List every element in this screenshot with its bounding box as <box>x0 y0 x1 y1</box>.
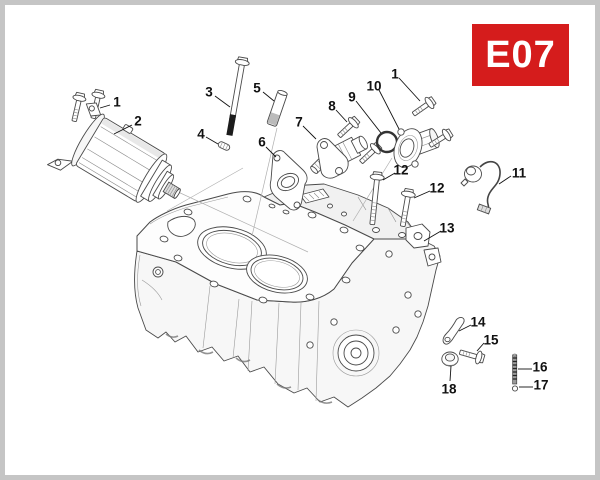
callout-label-7: 7 <box>295 115 303 130</box>
callout-label-10: 10 <box>366 79 381 94</box>
long-bolt-3 <box>226 56 250 136</box>
callout-leader-5 <box>262 91 275 102</box>
tensioner-7 <box>310 135 368 179</box>
cylinder-bore-1 <box>197 226 267 270</box>
page-code-text: E07 <box>485 33 556 76</box>
callout-leader-14 <box>458 324 472 332</box>
stud-16 <box>512 353 518 385</box>
callout-label-9: 9 <box>348 90 356 105</box>
callout-label-14: 14 <box>470 315 486 330</box>
outlet-fitting-10 <box>393 128 440 168</box>
deck-bolt-holes <box>159 195 365 304</box>
callout-leader-10 <box>378 89 400 130</box>
callout-leader-12 <box>382 172 396 181</box>
callout-leader-15 <box>476 342 485 352</box>
callout-label-12: 12 <box>429 181 444 196</box>
callout-leader-3 <box>214 95 231 108</box>
crankcase-block <box>134 183 442 408</box>
flange-bolt-8a <box>334 113 363 142</box>
page-code-badge: E07 <box>472 24 569 86</box>
flange-bolt-1c <box>409 94 438 121</box>
callout-leader-4 <box>205 136 219 145</box>
assembly-axis-lines <box>149 127 393 253</box>
flange-bolt-15 <box>457 345 486 366</box>
callout-label-17: 17 <box>533 378 548 393</box>
callout-leader-1 <box>99 104 111 109</box>
gasket-6 <box>269 150 308 211</box>
callout-leader-1 <box>398 77 421 102</box>
callout-label-13: 13 <box>439 221 455 236</box>
callout-leader-11 <box>498 175 512 185</box>
crank-opening <box>332 329 380 377</box>
callout-leader-12 <box>413 190 431 199</box>
sensor-wire-11 <box>460 160 501 215</box>
callout-label-2: 2 <box>134 114 142 129</box>
callout-leader-8 <box>335 109 348 123</box>
callout-leader-7 <box>302 125 317 140</box>
callout-label-1: 1 <box>113 95 121 110</box>
callout-leader-18 <box>449 365 452 382</box>
callout-label-3: 3 <box>205 85 213 100</box>
washer-17 <box>511 385 519 392</box>
callout-label-8: 8 <box>328 99 336 114</box>
starter-motor <box>47 102 181 203</box>
callout-label-6: 6 <box>258 135 266 150</box>
callout-label-16: 16 <box>532 360 548 375</box>
callout-label-4: 4 <box>197 127 205 142</box>
flange-bolt-1a <box>67 91 88 124</box>
callout-label-1: 1 <box>391 67 399 82</box>
dowel-sleeve-5 <box>266 89 288 127</box>
callout-leader-13 <box>423 230 442 242</box>
cap-nut-18 <box>441 351 459 367</box>
callout-leader-2 <box>113 124 133 135</box>
callout-label-11: 11 <box>512 166 527 181</box>
dowel-pin-4 <box>217 141 231 151</box>
callout-label-15: 15 <box>483 333 499 348</box>
callout-label-5: 5 <box>253 81 261 96</box>
callout-label-12: 12 <box>393 163 408 178</box>
bracket-14 <box>442 317 465 345</box>
callout-leader-6 <box>265 146 277 158</box>
cylinder-bore-2 <box>246 254 308 294</box>
callout-label-18: 18 <box>441 382 457 397</box>
callout-leader-9 <box>355 100 382 134</box>
